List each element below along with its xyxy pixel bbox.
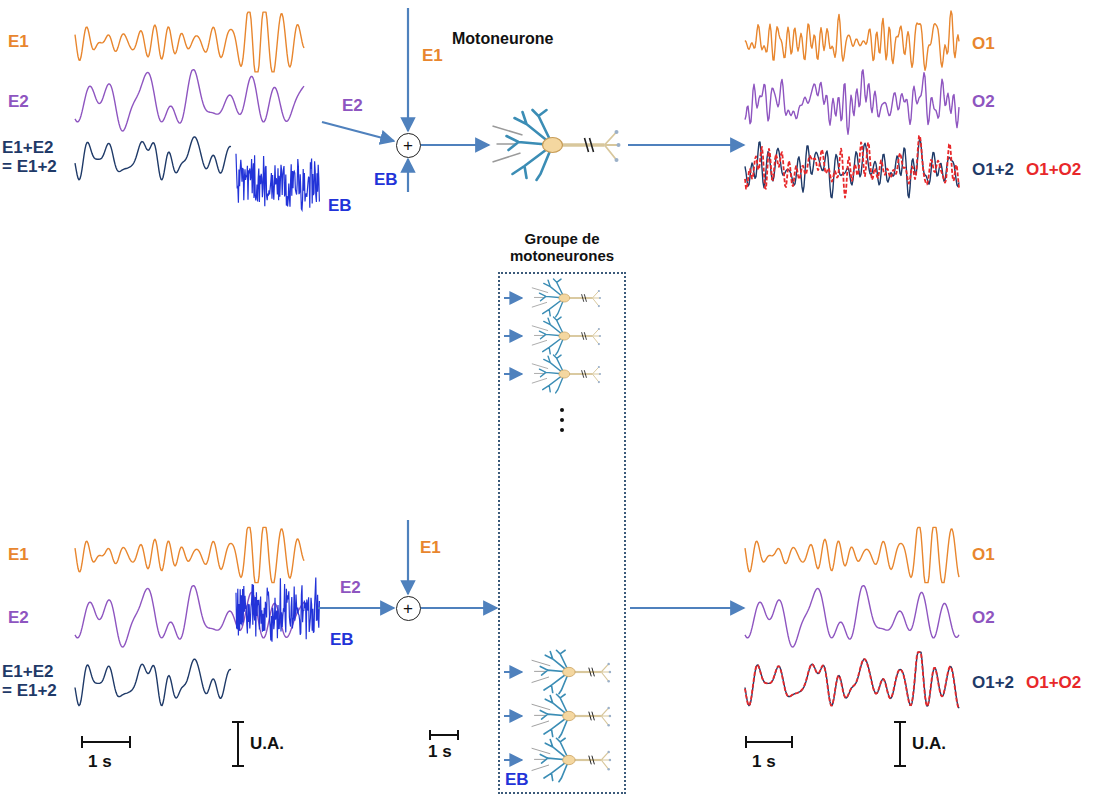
signal-label: E1+E2 = E1+2 bbox=[2, 139, 68, 176]
neuron-illustration bbox=[490, 108, 625, 182]
input-trace bbox=[75, 527, 304, 582]
signal-label: E1 bbox=[8, 33, 29, 52]
ellipsis-dot bbox=[560, 428, 564, 432]
neuron-drawing bbox=[532, 355, 601, 393]
signal-label: O2 bbox=[972, 609, 995, 628]
node-text: + bbox=[403, 600, 413, 617]
node-text: Groupe de motoneurones bbox=[494, 230, 630, 265]
input-trace bbox=[75, 659, 231, 705]
arrow-eb bbox=[407, 159, 409, 192]
output-trace bbox=[745, 138, 959, 198]
input-arrow bbox=[504, 335, 522, 337]
neuron-drawing bbox=[532, 738, 612, 782]
signal-label: E1+E2 = E1+2 bbox=[2, 663, 68, 700]
input-arrows bbox=[318, 8, 744, 608]
signal-label: O1+2 bbox=[972, 674, 1014, 693]
signal-label: O1+2 bbox=[972, 161, 1014, 180]
output-trace bbox=[745, 527, 959, 582]
neuron-pool-illustration bbox=[500, 274, 624, 792]
signal-label: E2 bbox=[340, 579, 361, 598]
signal-label: E1 bbox=[422, 47, 443, 66]
time-scale-bar bbox=[746, 736, 792, 748]
input-arrow bbox=[504, 373, 522, 375]
signal-label: O1 bbox=[972, 35, 995, 54]
input-trace bbox=[75, 137, 231, 180]
scale-bars bbox=[82, 722, 906, 766]
amplitude-scale-bar bbox=[232, 722, 244, 766]
signal-label: EB bbox=[330, 631, 354, 650]
signal-label: EB bbox=[328, 197, 352, 216]
neuron-drawing bbox=[532, 317, 601, 355]
node-text: Motoneurone bbox=[452, 30, 553, 48]
signal-label: 1 s bbox=[88, 753, 112, 772]
summation-circle: + bbox=[396, 596, 421, 621]
input-arrow bbox=[504, 759, 522, 761]
output-trace bbox=[745, 11, 959, 70]
signal-label: 1 s bbox=[752, 753, 776, 772]
signal-label: E2 bbox=[342, 97, 363, 116]
arrow-output bbox=[630, 607, 744, 609]
arrow-e1 bbox=[407, 520, 409, 594]
neuron-drawing bbox=[532, 694, 612, 738]
signal-traces bbox=[75, 11, 959, 708]
neuron-drawing bbox=[532, 279, 601, 317]
ellipsis-dot bbox=[560, 408, 564, 412]
signal-label: O1+O2 bbox=[1026, 161, 1081, 180]
noise-trace bbox=[236, 578, 319, 642]
signal-label: EB bbox=[374, 171, 398, 190]
signal-label: O1 bbox=[972, 546, 995, 565]
sum-output-trace bbox=[745, 136, 959, 198]
input-arrow bbox=[504, 715, 522, 717]
signal-label: E1 bbox=[420, 539, 441, 558]
signal-label: E2 bbox=[8, 609, 29, 628]
arrow-e2 bbox=[318, 607, 394, 609]
output-trace bbox=[745, 586, 959, 647]
input-trace bbox=[75, 12, 304, 72]
input-trace bbox=[75, 70, 304, 131]
arrow-e1 bbox=[407, 8, 409, 131]
motoneuron: Motoneurone bbox=[490, 108, 625, 182]
output-trace bbox=[745, 652, 959, 708]
time-scale-bar bbox=[430, 730, 458, 740]
output-trace bbox=[745, 70, 959, 134]
flow-arrow bbox=[421, 607, 498, 609]
node-text: + bbox=[403, 137, 413, 154]
arrow-output bbox=[628, 144, 744, 146]
motoneuron-pool: Groupe de motoneurones bbox=[498, 272, 626, 794]
input-arrow bbox=[504, 671, 522, 673]
arrow-e2 bbox=[322, 122, 394, 141]
signal-label: 1 s bbox=[428, 743, 452, 762]
signal-label: O1+O2 bbox=[1026, 674, 1081, 693]
noise-trace bbox=[236, 154, 319, 210]
neuron-drawing bbox=[532, 650, 612, 694]
time-scale-bar bbox=[82, 736, 130, 748]
signal-label: E1 bbox=[8, 546, 29, 565]
signal-label: U.A. bbox=[912, 735, 946, 754]
input-arrow bbox=[504, 297, 522, 299]
flow-arrow bbox=[421, 144, 490, 146]
summation-circle: + bbox=[396, 133, 421, 158]
ellipsis-dot bbox=[560, 418, 564, 422]
sum-output-trace bbox=[745, 652, 959, 708]
neuron-drawing bbox=[493, 110, 621, 180]
signal-label: E2 bbox=[8, 93, 29, 112]
signal-label: U.A. bbox=[250, 735, 284, 754]
signal-label: O2 bbox=[972, 93, 995, 112]
amplitude-scale-bar bbox=[894, 722, 906, 766]
signal-label: EB bbox=[505, 771, 529, 790]
